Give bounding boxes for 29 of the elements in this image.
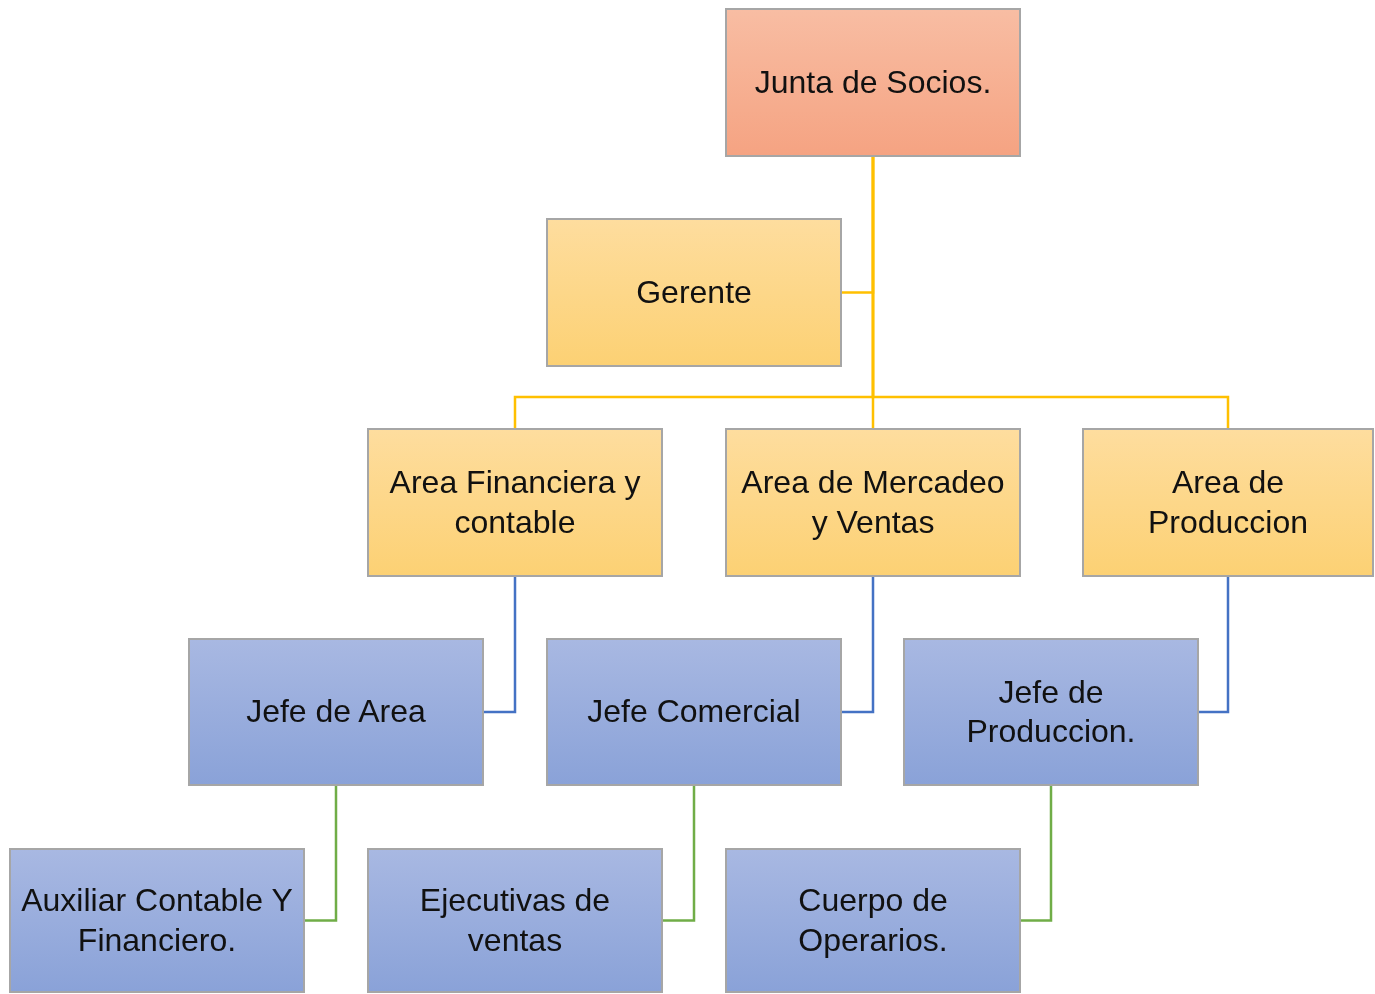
box-label: Area Financiera y contable (388, 463, 642, 542)
box-label: Jefe de Area (246, 692, 426, 732)
connector-line (663, 786, 696, 922)
box-label: Jefe Comercial (587, 692, 801, 732)
box-label: Gerente (636, 273, 752, 312)
org-box (367, 848, 663, 993)
org-box (9, 848, 305, 993)
box-label: Auxiliar Contable Y Financiero. (20, 881, 294, 960)
org-box (725, 428, 1021, 577)
connector-line (1199, 577, 1230, 714)
connector-line (871, 157, 1230, 428)
connector-line (305, 786, 338, 922)
connector-line (842, 577, 875, 714)
org-box (546, 218, 842, 367)
org-box (903, 638, 1199, 786)
org-box (367, 428, 663, 577)
box-label: Area de Mercadeo y Ventas (740, 463, 1006, 542)
org-box (725, 848, 1021, 993)
box-label: Area de Produccion (1146, 463, 1310, 542)
box-label: Junta de Socios. (754, 63, 992, 102)
connector-line (1021, 786, 1053, 922)
connector-line (484, 577, 517, 714)
org-box (1082, 428, 1374, 577)
org-box (546, 638, 842, 786)
box-label: Ejecutivas de ventas (418, 881, 612, 960)
box-label: Jefe de Produccion. (965, 672, 1137, 751)
org-box (725, 8, 1021, 157)
org-box (188, 638, 484, 786)
box-label: Cuerpo de Operarios. (797, 881, 949, 960)
